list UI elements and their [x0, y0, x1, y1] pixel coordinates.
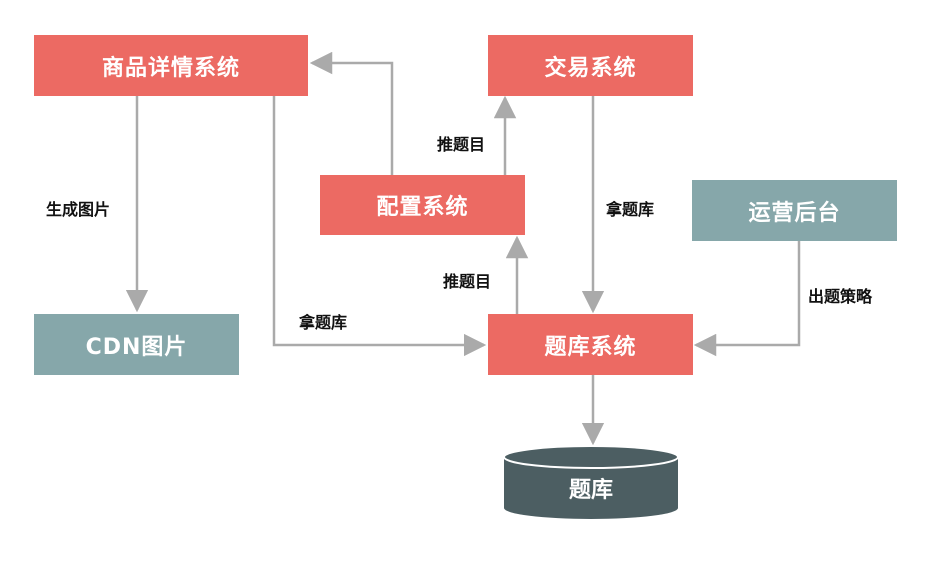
question-bank-system-node: 题库系统	[488, 314, 693, 375]
question-bank-database-label: 题库	[568, 478, 613, 503]
cdn-image-node: CDN图片	[34, 314, 239, 375]
arrow-config-to-product	[309, 51, 394, 175]
edge-label-generate-image: 生成图片	[46, 200, 111, 219]
edge-label-fetch-bank-trade: 拿题库	[606, 200, 655, 219]
product-detail-system-node: 商品详情系统	[34, 35, 308, 96]
arrow-ops-to-bank	[693, 241, 801, 357]
question-bank-database-icon	[503, 445, 679, 519]
operations-backend-node: 运营后台	[692, 180, 897, 241]
edge-label-push-item-lower: 推题目	[443, 272, 492, 291]
edge-label-fetch-bank-product: 拿题库	[299, 313, 348, 332]
config-system-node: 配置系统	[320, 175, 525, 235]
trade-system-node: 交易系统	[488, 35, 693, 96]
edge-label-push-item-upper: 推题目	[437, 135, 486, 154]
arrow-product-to-bank	[272, 96, 487, 357]
edge-label-strategy: 出题策略	[808, 287, 873, 306]
